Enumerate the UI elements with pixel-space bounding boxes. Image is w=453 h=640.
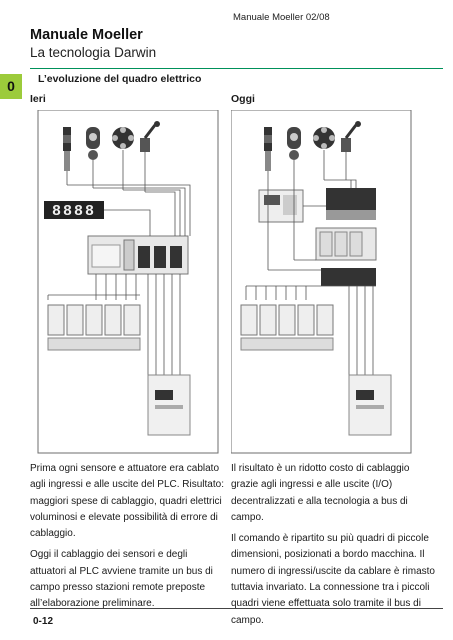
section-title: L’evoluzione del quadro elettrico xyxy=(38,73,202,85)
wiring-lines xyxy=(47,150,191,375)
motor-starter-row-icon xyxy=(240,304,334,351)
joystick-icon xyxy=(112,127,134,149)
page-subtitle: La tecnologia Darwin xyxy=(30,45,157,60)
signal-tower-icon xyxy=(63,127,71,171)
operator-panel-icon xyxy=(258,189,304,223)
position-switch-icon xyxy=(341,121,361,152)
left-paragraph-2: Oggi il cablaggio dei sensori e degli at… xyxy=(30,549,213,610)
wiring-lines xyxy=(245,150,376,375)
motor-starter-row-icon xyxy=(47,304,141,351)
mushroom-button-icon xyxy=(86,127,100,160)
chapter-tab: 0 xyxy=(0,74,22,99)
right-paragraph-1: Il risultato è un ridotto costo di cabla… xyxy=(231,463,410,523)
footer-rule xyxy=(30,608,443,609)
frequency-inverter-icon xyxy=(348,374,392,436)
bus-module-icon xyxy=(321,268,376,286)
wiring-diagram-before: 8888 xyxy=(37,110,219,454)
display-digits: 8888 xyxy=(52,203,96,220)
frequency-inverter-icon xyxy=(147,374,191,436)
seven-segment-display-icon xyxy=(44,201,104,219)
header-rule xyxy=(30,68,443,69)
plc-rack-icon xyxy=(315,227,377,261)
wiring-diagram-after xyxy=(231,110,412,454)
column-label-ieri: Ieri xyxy=(30,93,46,105)
mushroom-button-icon xyxy=(287,127,301,160)
left-paragraph-1: Prima ogni sensore e attuatore era cabla… xyxy=(30,463,224,540)
position-switch-icon xyxy=(140,121,160,152)
page-number: 0-12 xyxy=(33,616,54,627)
right-text-block: Il risultato è un ridotto costo di cabla… xyxy=(231,461,436,634)
right-paragraph-2: Il comando è ripartito su più quadri di … xyxy=(231,533,435,626)
joystick-icon xyxy=(313,127,335,149)
plc-rack-icon xyxy=(87,235,189,275)
running-head: Manuale Moeller 02/08 xyxy=(233,12,330,23)
left-text-block: Prima ogni sensore e attuatore era cabla… xyxy=(30,461,226,618)
page-title: Manuale Moeller xyxy=(30,27,143,43)
remote-io-station-icon xyxy=(326,188,376,220)
column-label-oggi: Oggi xyxy=(231,93,255,105)
signal-tower-icon xyxy=(264,127,272,171)
